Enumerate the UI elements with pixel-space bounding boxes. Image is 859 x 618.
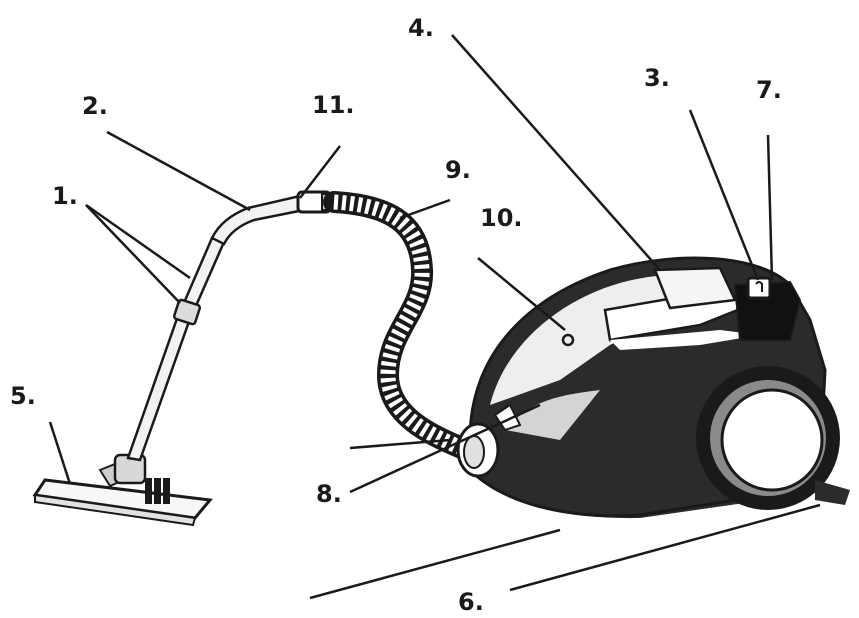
canister-body — [456, 256, 850, 519]
wand-adjuster-sleeve — [172, 298, 202, 326]
leader-lines — [48, 34, 821, 600]
corrugated-hose — [323, 191, 473, 459]
callout-labels: 1. 2. 3. 4. 5. 6. 7. 8. 9. 10. 11. — [10, 14, 782, 616]
leader-1b — [85, 204, 181, 304]
leader-7 — [766, 134, 774, 281]
callout-1: 1. — [52, 182, 78, 210]
floor-nozzle — [32, 453, 213, 527]
callout-6: 6. — [458, 588, 484, 616]
nozzle-brushes — [145, 478, 170, 504]
callout-5: 5. — [10, 382, 36, 410]
callout-3: 3. — [644, 64, 670, 92]
leader-11 — [299, 145, 341, 199]
leader-9 — [399, 198, 451, 220]
callout-4: 4. — [408, 14, 434, 42]
callout-8: 8. — [316, 480, 342, 508]
leader-8a — [349, 438, 451, 450]
leader-4 — [451, 34, 661, 271]
wand-handle-bend — [210, 194, 306, 246]
callout-7: 7. — [756, 76, 782, 104]
callout-10: 10. — [480, 204, 523, 232]
dust-indicator — [561, 333, 575, 347]
leader-8b — [349, 403, 541, 494]
callout-9: 9. — [445, 156, 471, 184]
leader-1a — [85, 203, 191, 280]
callout-2: 2. — [82, 92, 108, 120]
telescopic-wand — [126, 194, 306, 462]
leader-2 — [106, 130, 251, 212]
leader-3 — [688, 109, 760, 281]
leader-5 — [48, 421, 72, 485]
leader-10 — [477, 257, 566, 331]
leader-6b — [509, 503, 821, 592]
top-lid — [653, 266, 737, 310]
callout-11: 11. — [312, 91, 355, 119]
power-button — [746, 276, 772, 300]
leader-6a — [309, 528, 561, 600]
